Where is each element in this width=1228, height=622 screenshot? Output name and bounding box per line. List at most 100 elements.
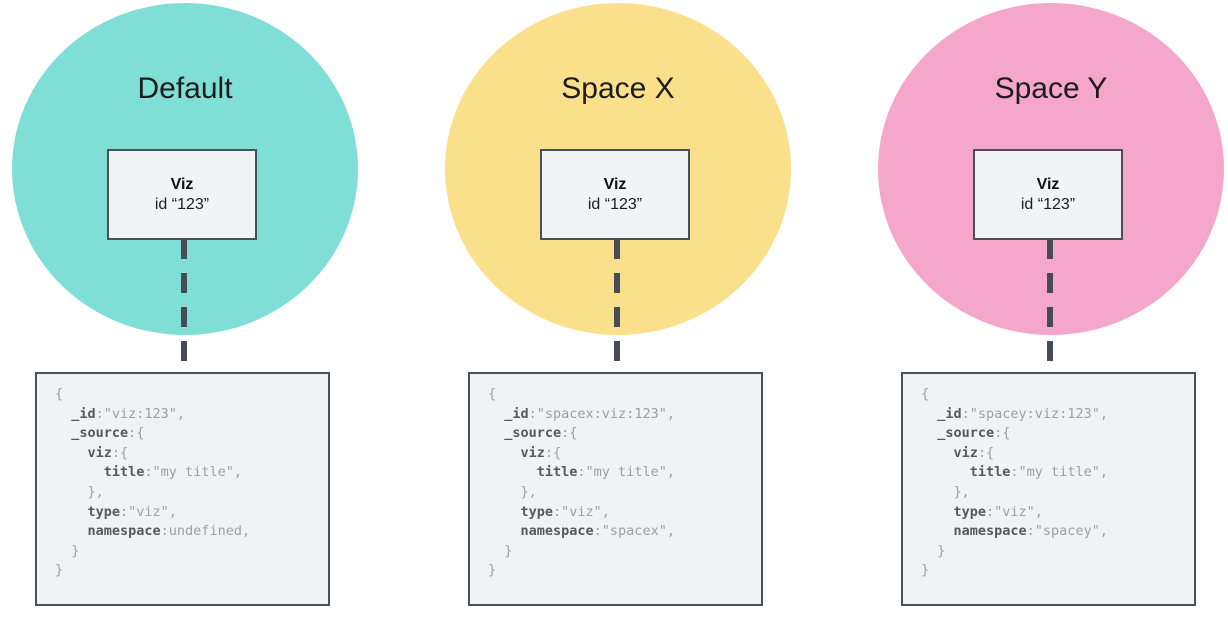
code-line: } bbox=[55, 561, 328, 581]
code-token-key: _id bbox=[937, 405, 962, 422]
code-token-value: :"my title", bbox=[577, 464, 675, 481]
code-line: } bbox=[488, 561, 761, 581]
code-token-value: :"viz", bbox=[553, 503, 610, 520]
saved-object-code-block: { _id:"spacex:viz:123", _source:{ viz:{ … bbox=[468, 372, 763, 606]
code-token-key: viz bbox=[520, 444, 545, 461]
code-line: viz:{ bbox=[488, 444, 761, 464]
code-line: }, bbox=[55, 483, 328, 503]
code-token-value: :"spacex", bbox=[593, 523, 675, 540]
code-line: _source:{ bbox=[55, 424, 328, 444]
code-token-value: } bbox=[488, 542, 513, 559]
code-token-value bbox=[921, 406, 937, 422]
namespace-column-default: Default Viz id “123” { _id:"viz:123", _s… bbox=[0, 0, 365, 622]
code-token-key: title bbox=[103, 464, 145, 481]
code-line: { bbox=[55, 385, 328, 405]
space-label: Space X bbox=[561, 72, 675, 105]
code-token-key: type bbox=[953, 503, 987, 520]
code-line: title:"my title", bbox=[488, 463, 761, 483]
code-token-value bbox=[921, 425, 937, 441]
code-token-key: _id bbox=[504, 405, 529, 422]
code-token-value: { bbox=[488, 386, 497, 402]
code-token-value bbox=[55, 464, 104, 480]
code-line: type:"viz", bbox=[488, 503, 761, 523]
dashed-connector bbox=[1047, 239, 1053, 376]
code-token-value: :undefined, bbox=[160, 523, 251, 540]
code-line: }, bbox=[488, 483, 761, 503]
viz-node-title: Viz bbox=[603, 175, 627, 193]
code-token-key: type bbox=[87, 503, 121, 520]
viz-node-title: Viz bbox=[170, 175, 194, 193]
viz-node-id: id “123” bbox=[587, 195, 643, 213]
code-token-value: :"viz:123", bbox=[95, 405, 186, 422]
code-token-value: :{ bbox=[561, 425, 578, 442]
code-line: viz:{ bbox=[921, 444, 1194, 464]
code-token-value: } bbox=[55, 542, 80, 559]
code-line: _id:"viz:123", bbox=[55, 405, 328, 425]
code-token-value bbox=[488, 425, 504, 441]
code-token-value bbox=[55, 425, 71, 441]
code-token-key: _source bbox=[71, 425, 129, 442]
dashed-connector bbox=[614, 239, 620, 376]
code-token-key: namespace bbox=[520, 523, 594, 540]
code-line: _source:{ bbox=[488, 424, 761, 444]
code-token-value: :{ bbox=[128, 425, 145, 442]
namespace-column-space-y: Space Y Viz id “123” { _id:"spacey:viz:1… bbox=[866, 0, 1228, 622]
code-token-value: { bbox=[55, 386, 64, 402]
code-token-value: :"spacey:viz:123", bbox=[961, 405, 1108, 422]
code-line: viz:{ bbox=[55, 444, 328, 464]
viz-node-title: Viz bbox=[1036, 175, 1060, 193]
viz-node-id: id “123” bbox=[1020, 195, 1076, 213]
code-token-value: }, bbox=[55, 483, 104, 500]
code-line: }, bbox=[921, 483, 1194, 503]
code-token-value: } bbox=[921, 562, 930, 579]
code-line: { bbox=[488, 385, 761, 405]
code-token-key: namespace bbox=[953, 523, 1027, 540]
code-token-value: :{ bbox=[994, 425, 1011, 442]
code-token-value: }, bbox=[488, 483, 537, 500]
viz-node: Viz id “123” bbox=[107, 149, 257, 240]
saved-object-code-block: { _id:"viz:123", _source:{ viz:{ title:"… bbox=[35, 372, 330, 606]
namespace-column-space-x: Space X Viz id “123” { _id:"spacex:viz:1… bbox=[433, 0, 798, 622]
code-token-value bbox=[488, 523, 521, 539]
code-token-value: :{ bbox=[544, 444, 562, 461]
code-token-value bbox=[55, 406, 71, 422]
code-line: type:"viz", bbox=[55, 503, 328, 523]
code-line: title:"my title", bbox=[55, 463, 328, 483]
code-token-value bbox=[921, 523, 954, 539]
code-line: } bbox=[921, 542, 1194, 562]
code-token-value bbox=[55, 523, 88, 539]
space-label: Default bbox=[137, 72, 233, 105]
code-line: _id:"spacey:viz:123", bbox=[921, 405, 1194, 425]
code-line: } bbox=[921, 561, 1194, 581]
code-token-value: } bbox=[488, 562, 497, 579]
code-token-key: _id bbox=[71, 405, 96, 422]
code-token-value: :"viz", bbox=[986, 503, 1043, 520]
code-line: namespace:"spacey", bbox=[921, 522, 1194, 542]
code-token-value bbox=[488, 504, 521, 520]
code-token-value: :"spacex:viz:123", bbox=[528, 405, 675, 422]
code-token-value: :{ bbox=[111, 444, 129, 461]
code-line: { bbox=[921, 385, 1194, 405]
code-token-value: { bbox=[921, 386, 930, 402]
viz-node-id: id “123” bbox=[154, 195, 210, 213]
code-token-value bbox=[488, 445, 521, 461]
space-label: Space Y bbox=[994, 72, 1108, 105]
viz-node: Viz id “123” bbox=[540, 149, 690, 240]
code-token-value bbox=[488, 464, 537, 480]
code-token-key: viz bbox=[87, 444, 112, 461]
code-line: _source:{ bbox=[921, 424, 1194, 444]
code-token-value: } bbox=[55, 562, 64, 579]
code-line: } bbox=[488, 542, 761, 562]
code-token-value bbox=[921, 445, 954, 461]
code-token-value bbox=[55, 504, 88, 520]
code-token-value bbox=[921, 464, 970, 480]
code-token-value: :"my title", bbox=[144, 464, 242, 481]
code-token-value: :{ bbox=[977, 444, 995, 461]
code-line: type:"viz", bbox=[921, 503, 1194, 523]
dashed-connector bbox=[181, 239, 187, 376]
code-token-value: } bbox=[921, 542, 946, 559]
code-token-value bbox=[488, 406, 504, 422]
code-token-value bbox=[55, 445, 88, 461]
code-token-value: :"viz", bbox=[120, 503, 177, 520]
